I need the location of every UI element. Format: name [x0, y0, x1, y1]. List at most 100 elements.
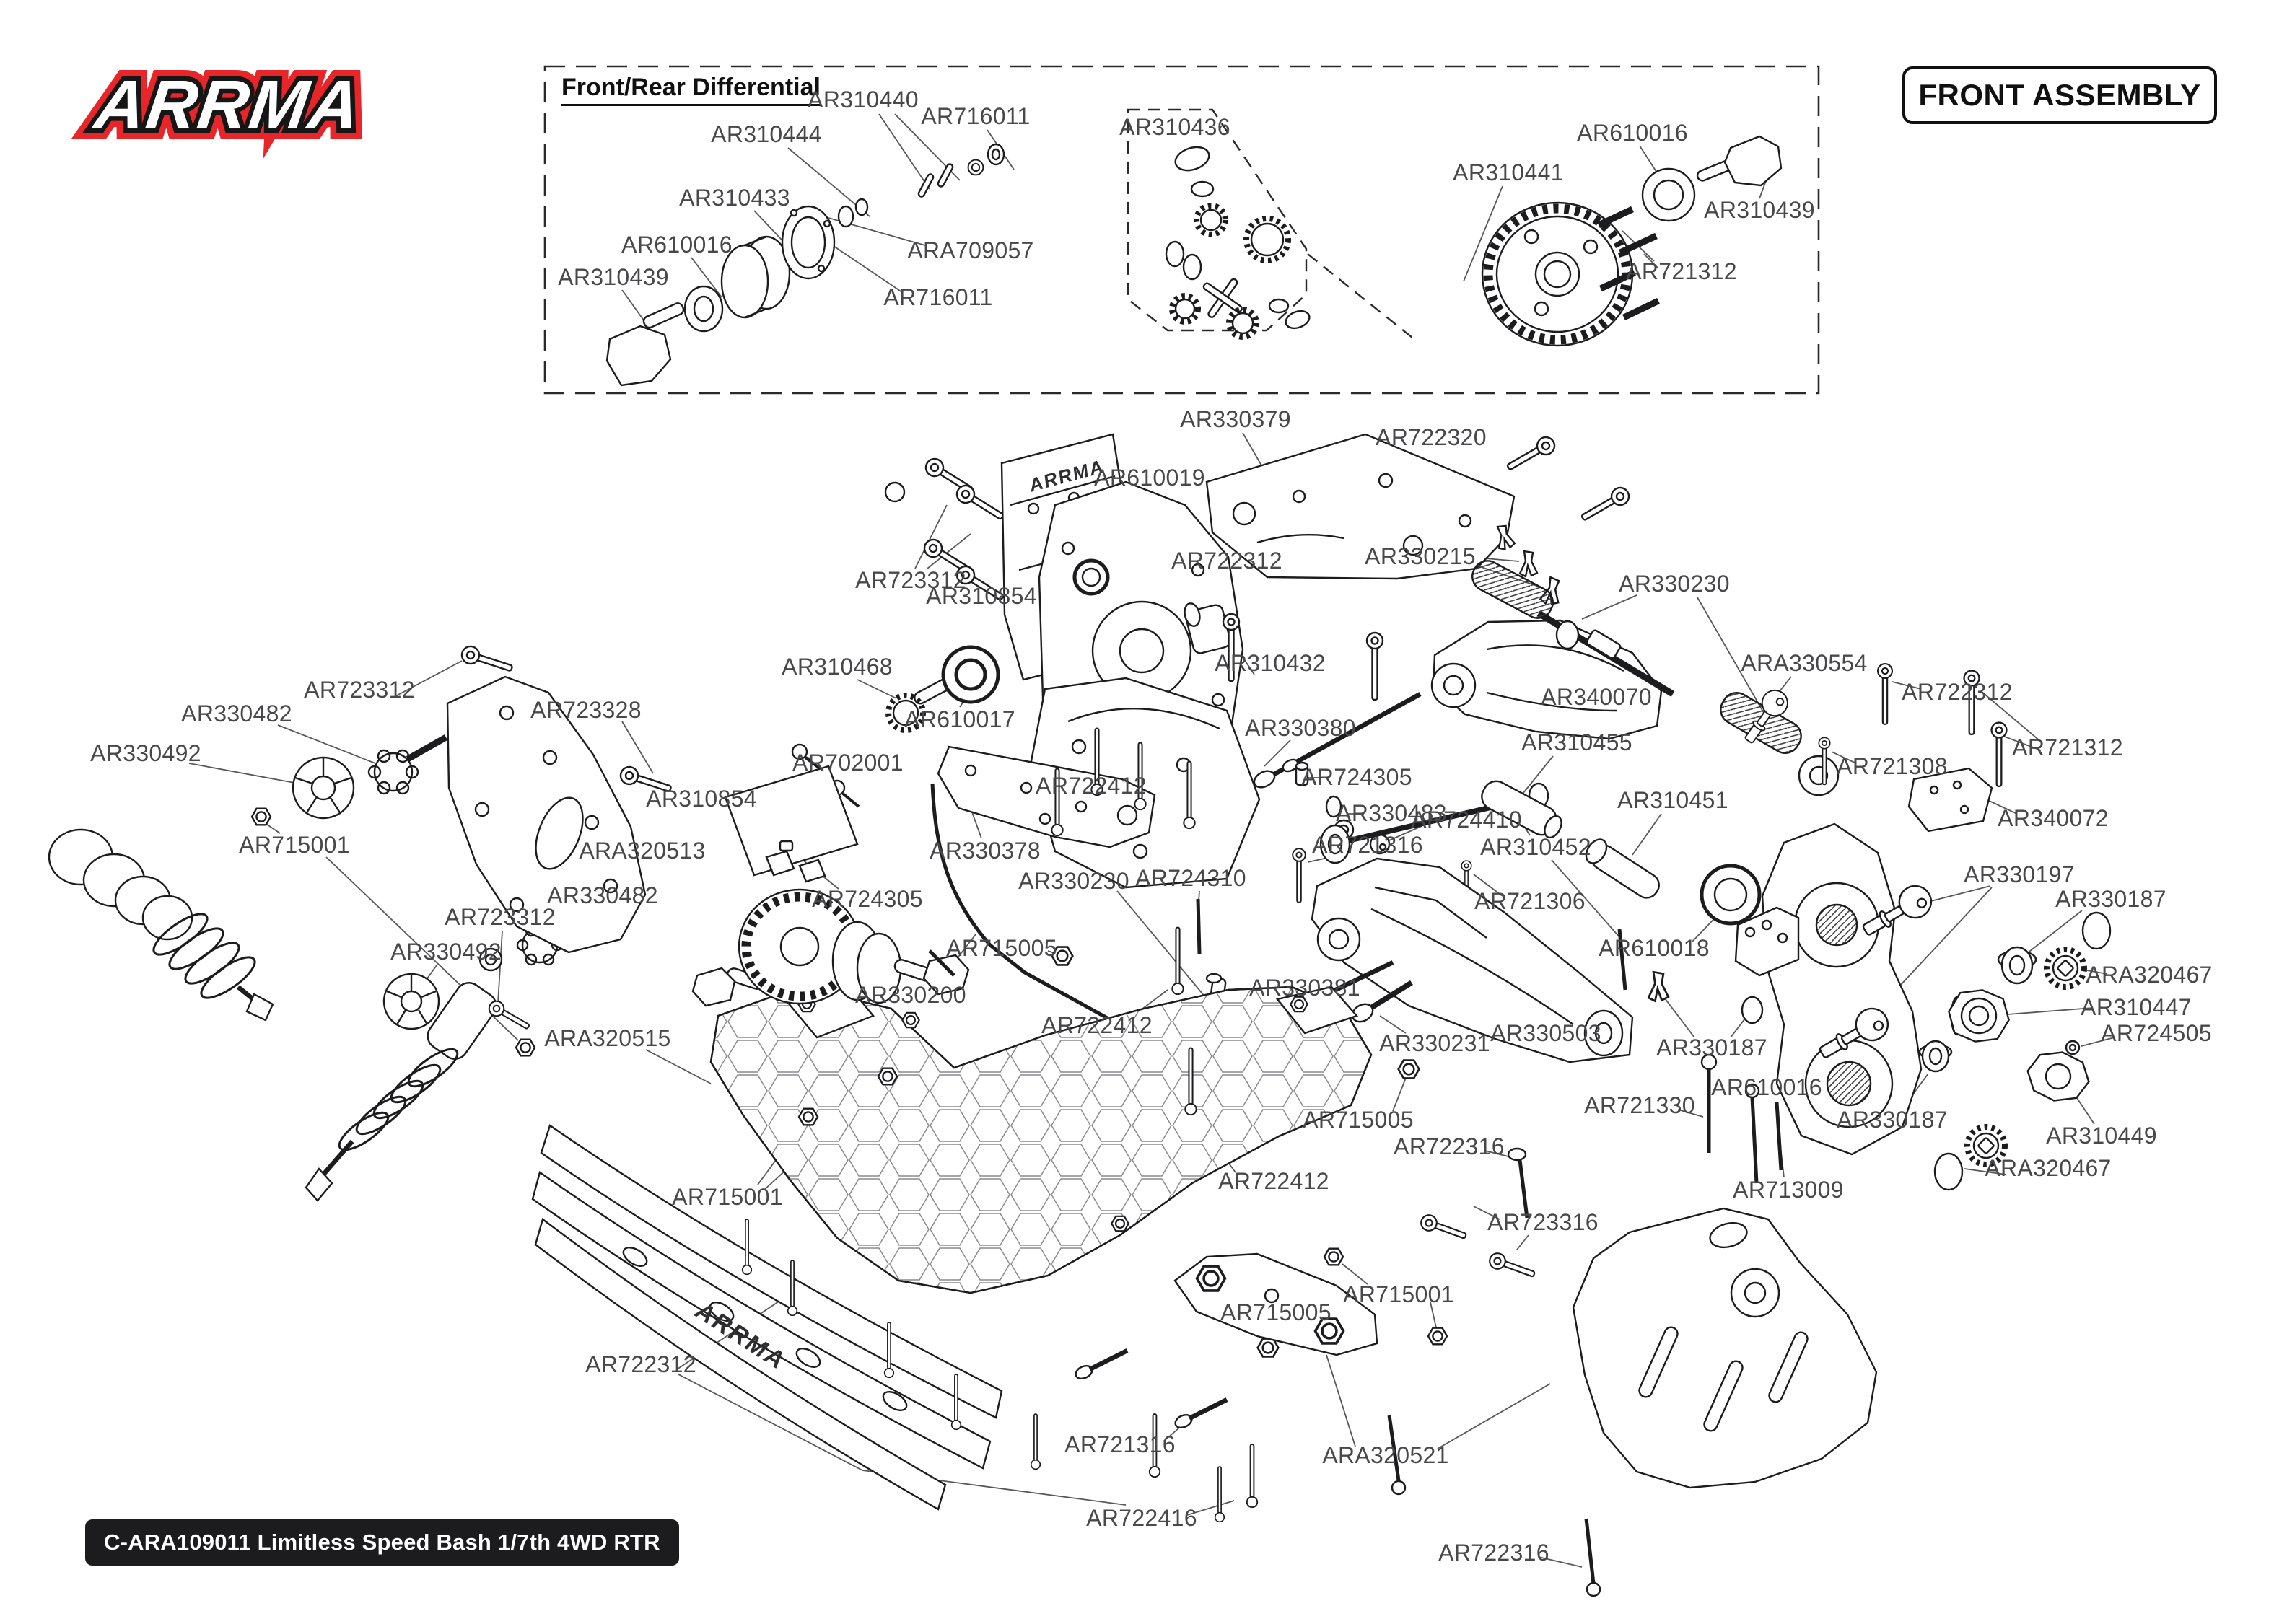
part-label: AR716011: [921, 103, 1031, 130]
part-label: AR722312: [585, 1351, 696, 1378]
part-label: AR310452: [1480, 834, 1591, 861]
shock-small: [305, 947, 503, 1202]
diff-screws-right: [1597, 206, 1660, 321]
part-label: AR721306: [1474, 888, 1586, 915]
leader-line: [1430, 1302, 1437, 1328]
leader-line: [1463, 185, 1503, 282]
leader-line: [1892, 681, 1922, 690]
section-title: FRONT ASSEMBLY: [1902, 66, 2217, 124]
diff-bearing-left: [683, 285, 724, 333]
leader-line: [395, 660, 463, 697]
spacer-310452: [1481, 780, 1562, 839]
leader-line: [1831, 751, 1857, 764]
bearing-610019: [1072, 558, 1110, 596]
leader-line: [1342, 1263, 1368, 1285]
part-label: AR330230: [1619, 571, 1730, 597]
wheel-nut-310449: [2026, 1051, 2090, 1102]
part-label: AR724305: [1301, 764, 1412, 791]
part-label: AR610019: [1094, 465, 1205, 491]
part-label: AR310854: [646, 786, 757, 812]
part-label: AR722312: [1171, 548, 1282, 574]
collar-724305: [1295, 761, 1309, 786]
part-label: AR310432: [1215, 650, 1326, 677]
plugs-320467: [1933, 911, 2112, 1191]
leader-line: [1980, 690, 2042, 742]
hinge-pin-330380: [1253, 692, 1422, 789]
leader-line: [1551, 859, 1621, 939]
part-label: AR715005: [1303, 1107, 1414, 1133]
part-label: AR715005: [946, 935, 1057, 962]
steering-link-340070: [1471, 560, 1675, 697]
part-label: AR310436: [1119, 114, 1230, 141]
part-label: AR723316: [1487, 1209, 1599, 1236]
part-label: AR330482: [547, 882, 658, 909]
part-label: AR310440: [808, 87, 919, 113]
shock-big: [48, 828, 274, 1022]
part-label: AR721316: [1312, 832, 1423, 859]
leader-line: [857, 679, 897, 699]
part-label: AR330482: [181, 701, 292, 727]
part-label: ARA320513: [579, 838, 706, 864]
diff-pins: [917, 163, 954, 198]
leader-line: [188, 763, 295, 784]
leader-line: [2026, 910, 2083, 954]
part-label: ARA709057: [907, 237, 1034, 264]
part-label: AR310468: [782, 654, 893, 680]
diff-washers: [967, 143, 1005, 176]
diff-internals-boundary: [1127, 108, 1308, 332]
screw-721330: [1700, 1053, 1718, 1153]
assembled-diff: [691, 888, 970, 1007]
pin-713009: [1775, 1102, 1783, 1171]
part-label: AR715001: [239, 832, 350, 859]
part-label: AR721308: [1837, 753, 1948, 780]
lower-arm-330503: [1311, 857, 1634, 1063]
part-label: ARA320515: [544, 1025, 671, 1052]
leader-line: [1662, 995, 1695, 1038]
leader-line: [1538, 1556, 1583, 1568]
part-label: AR610016: [1711, 1074, 1822, 1101]
diff-case: [720, 235, 791, 319]
part-label: AR310439: [558, 264, 669, 291]
part-label: AR330379: [1180, 406, 1291, 433]
leader-line: [691, 257, 722, 298]
part-label: AR310449: [2046, 1123, 2157, 1149]
leader-line: [1697, 597, 1767, 719]
leader-line: [678, 1374, 1127, 1506]
leader-line: [2073, 1093, 2095, 1125]
leader-line: [878, 113, 930, 190]
screws-gearbox: [884, 455, 1008, 607]
part-label: AR330187: [2055, 886, 2166, 913]
part-label: AR702001: [792, 750, 904, 776]
part-label: AR715005: [1220, 1299, 1331, 1326]
part-label: AR310439: [1704, 197, 1815, 224]
diff-internal-gears: [1165, 146, 1311, 340]
part-label: AR330187: [1837, 1107, 1948, 1133]
part-label: AR310455: [1521, 729, 1632, 756]
part-label: AR310441: [1453, 159, 1564, 186]
part-label: AR310451: [1617, 787, 1728, 814]
pins-722316-bottom: [1387, 1415, 1601, 1597]
bearing-610018: [1700, 864, 1762, 926]
leader-line: [1392, 1077, 1407, 1112]
leader-line: [1985, 799, 2018, 815]
leader-line: [621, 721, 654, 774]
screw-723312-small: [486, 998, 533, 1035]
pin-thin-kingpin: [1617, 929, 1627, 991]
leader-line: [1379, 1015, 1407, 1034]
shock-tower-320521: [1572, 1207, 1878, 1489]
leader-line: [927, 533, 971, 569]
leader-line: [1581, 594, 1637, 620]
sway-bar-330200: [930, 783, 1297, 1124]
coupler-310432: [1184, 602, 1231, 654]
part-label: AR722316: [1438, 1540, 1549, 1566]
pinion-310468: [885, 677, 954, 733]
pin-724310: [1196, 898, 1202, 954]
leader-line: [1264, 739, 1291, 767]
part-label: AR722312: [1902, 679, 2013, 706]
leader-line: [1632, 813, 1662, 856]
leader-line: [2086, 970, 2108, 975]
part-label: AR330492: [390, 939, 502, 965]
leader-line: [1473, 1206, 1500, 1220]
grub-724505: [2065, 1040, 2081, 1055]
part-label: AR724505: [2101, 1020, 2212, 1047]
